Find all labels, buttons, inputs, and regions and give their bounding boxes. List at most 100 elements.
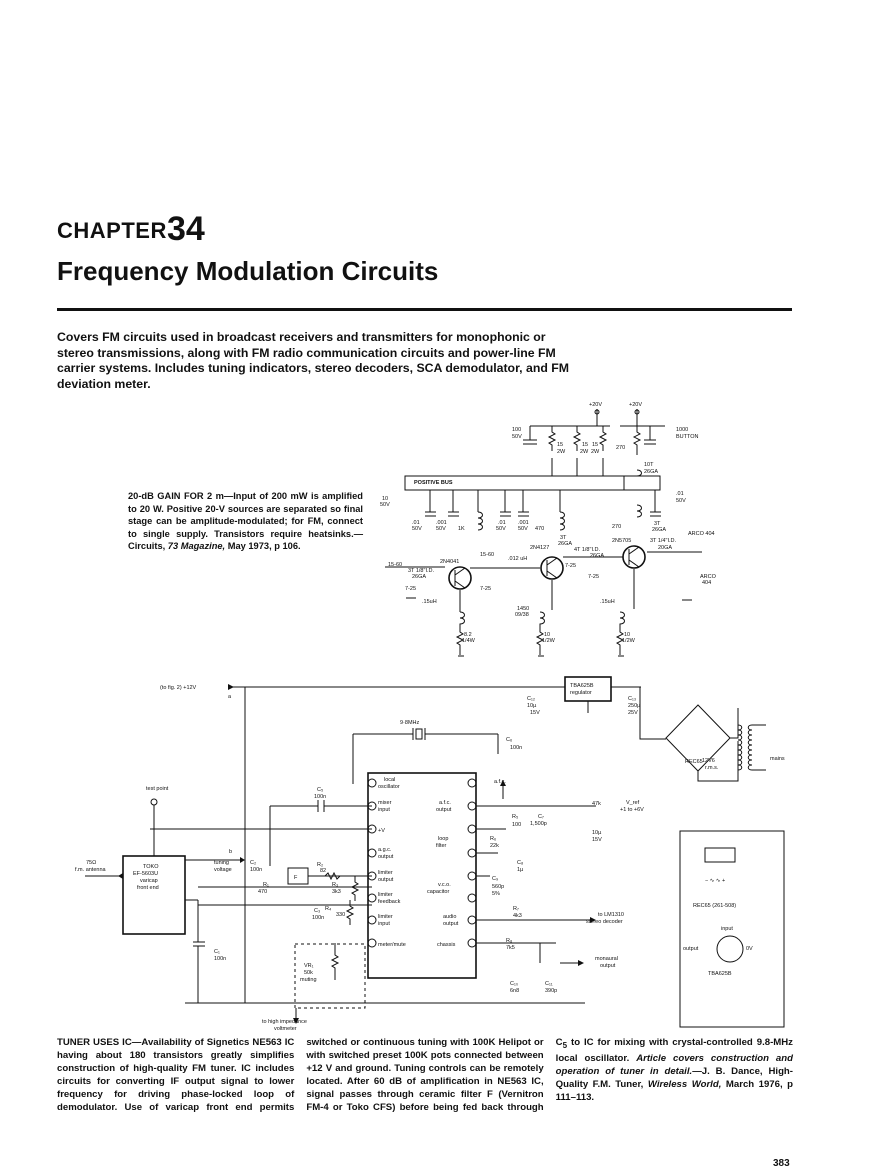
svg-text:26GA: 26GA <box>558 541 572 547</box>
svg-text:10µ: 10µ <box>527 703 537 709</box>
svg-text:100: 100 <box>512 822 521 828</box>
chapter-number: 34 <box>167 210 205 248</box>
svg-text:50V: 50V <box>518 526 528 532</box>
svg-text:09/38: 09/38 <box>515 612 529 618</box>
svg-text:(to fig. 2) +12V: (to fig. 2) +12V <box>160 685 197 691</box>
svg-text:560p: 560p <box>492 884 504 890</box>
svg-text:BUTTON: BUTTON <box>676 434 699 440</box>
svg-text:330: 330 <box>336 912 345 918</box>
svg-text:.01: .01 <box>498 520 506 526</box>
svg-text:50V: 50V <box>436 526 446 532</box>
positive-bus-label: POSITIVE BUS <box>414 480 453 486</box>
svg-text:2W: 2W <box>580 449 589 455</box>
svg-text:a.f.c.: a.f.c. <box>494 779 506 785</box>
ceramic-filter-label: F <box>294 875 298 881</box>
svg-text:C₃: C₃ <box>314 908 320 914</box>
svg-text:regulator: regulator <box>570 690 592 696</box>
svg-text:15: 15 <box>557 442 563 448</box>
svg-text:4T 1/8"I.D.: 4T 1/8"I.D. <box>574 547 600 553</box>
svg-text:output: output <box>683 946 699 952</box>
svg-text:VR₁: VR₁ <box>304 963 314 969</box>
svg-text:.15uH: .15uH <box>422 599 437 605</box>
svg-text:1,500p: 1,500p <box>530 821 547 827</box>
svg-text:output: output <box>378 877 394 883</box>
svg-text:26GA: 26GA <box>652 527 666 533</box>
svg-text:22k: 22k <box>490 843 499 849</box>
svg-text:meter/mute: meter/mute <box>378 942 406 948</box>
svg-text:15-60: 15-60 <box>480 552 494 558</box>
svg-text:7-25: 7-25 <box>565 563 576 569</box>
svg-text:C₁: C₁ <box>214 949 220 955</box>
svg-text:390p: 390p <box>545 988 557 994</box>
svg-text:100n: 100n <box>314 794 326 800</box>
svg-text:filter: filter <box>436 843 447 849</box>
svg-text:6n8: 6n8 <box>510 988 519 994</box>
svg-text:R₁: R₁ <box>263 882 269 888</box>
svg-text:R₅: R₅ <box>512 814 518 820</box>
svg-text:47k: 47k <box>592 801 601 807</box>
pinout-box <box>679 830 785 1028</box>
svg-text:TOKO: TOKO <box>143 864 159 870</box>
svg-text:a.f.c.: a.f.c. <box>439 800 451 806</box>
svg-text:voltmeter: voltmeter <box>274 1026 297 1032</box>
svg-text:b: b <box>229 849 232 855</box>
svg-text:V_ref: V_ref <box>626 800 640 806</box>
svg-text:R₇: R₇ <box>513 906 519 912</box>
supply-label-2: +20V <box>629 402 642 408</box>
svg-text:stereo decoder: stereo decoder <box>586 919 623 925</box>
svg-text:404: 404 <box>702 580 711 586</box>
svg-text:3T 1/4"I.D.: 3T 1/4"I.D. <box>650 538 676 544</box>
svg-text:v.c.o.: v.c.o. <box>438 882 451 888</box>
svg-text:test point: test point <box>146 786 169 792</box>
transistor-q1-label: 2N4041 <box>440 559 459 565</box>
svg-text:1µ: 1µ <box>517 867 524 873</box>
tuner-heading: TUNER USES IC <box>57 1037 132 1048</box>
svg-text:10T: 10T <box>644 462 654 468</box>
svg-text:ARCO: ARCO <box>700 574 717 580</box>
svg-text:470: 470 <box>535 526 544 532</box>
svg-text:.001: .001 <box>436 520 447 526</box>
page-number: 383 <box>773 1158 790 1169</box>
svg-text:output: output <box>378 854 394 860</box>
svg-text:15-60: 15-60 <box>388 562 402 568</box>
svg-text:to high impedance: to high impedance <box>262 1019 307 1025</box>
svg-text:r.m.s.: r.m.s. <box>705 765 719 771</box>
svg-text:25V: 25V <box>628 710 638 716</box>
svg-text:limiter: limiter <box>378 870 393 876</box>
bridge-label: REC65 <box>685 759 703 765</box>
body-column-1: TUNER USES IC—Availability of Signetics … <box>57 1037 793 1114</box>
supply-label-1: +20V <box>589 402 602 408</box>
transistor-q3-label: 2N5705 <box>612 538 631 544</box>
caption-heading: 20-dB GAIN FOR 2 m <box>128 491 224 501</box>
svg-text:.01: .01 <box>676 491 684 497</box>
svg-text:C₇: C₇ <box>538 814 544 820</box>
svg-text:470: 470 <box>258 889 267 895</box>
figure1-caption: 20-dB GAIN FOR 2 m—Input of 200 mW is am… <box>128 490 363 553</box>
caption-source: 73 Magazine, <box>167 541 226 552</box>
svg-text:15V: 15V <box>592 837 602 843</box>
svg-text:oscillator: oscillator <box>378 784 400 790</box>
svg-text:50V: 50V <box>512 434 522 440</box>
svg-text:REC65 (261-508): REC65 (261-508) <box>693 903 736 909</box>
svg-text:.01: .01 <box>412 520 420 526</box>
svg-text:− ∿ ∿ +: − ∿ ∿ + <box>705 878 725 884</box>
svg-text:100n: 100n <box>312 915 324 921</box>
svg-text:R₃: R₃ <box>332 882 338 888</box>
svg-text:feedback: feedback <box>378 899 401 905</box>
svg-text:10: 10 <box>382 496 388 502</box>
svg-text:.001: .001 <box>518 520 529 526</box>
svg-text:limiter: limiter <box>378 914 393 920</box>
svg-text:7-25: 7-25 <box>405 586 416 592</box>
svg-text:mains: mains <box>770 756 785 762</box>
svg-text:7-25: 7-25 <box>588 574 599 580</box>
transistor-q2-label: 2N4127 <box>530 545 549 551</box>
ic-pins <box>367 778 477 948</box>
svg-text:TBA625B: TBA625B <box>708 971 732 977</box>
svg-text:1000: 1000 <box>676 427 688 433</box>
svg-text:100n: 100n <box>510 745 522 751</box>
svg-text:R₈: R₈ <box>506 938 512 944</box>
svg-text:5%: 5% <box>492 891 500 897</box>
svg-text:local: local <box>384 777 395 783</box>
svg-text:15: 15 <box>592 442 598 448</box>
